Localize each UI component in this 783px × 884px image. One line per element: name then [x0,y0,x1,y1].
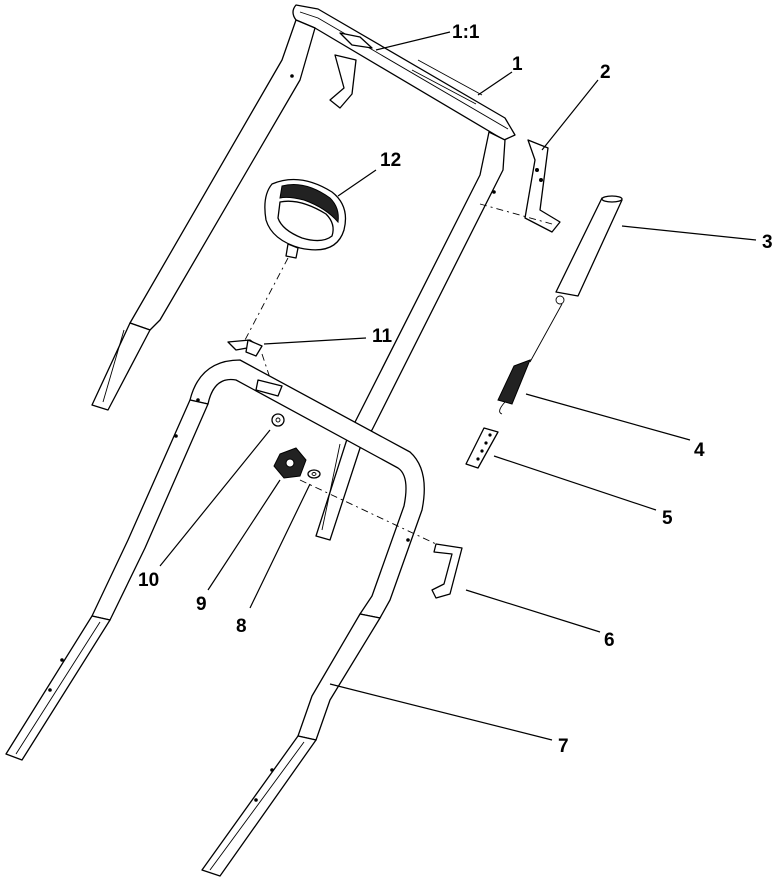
callout-8: 8 [236,616,247,637]
callout-1-1: 1:1 [452,22,480,43]
spring [497,295,565,415]
washer-10 [271,413,285,427]
callout-11: 11 [372,326,393,347]
lower-handle [5,359,425,877]
washer-8 [307,469,321,479]
carriage-bolt [299,203,553,599]
upper-handle [91,4,561,541]
grip-sleeve [555,195,623,297]
callout-6: 6 [604,630,615,651]
adjustment-knob-grip [244,178,347,341]
callout-5: 5 [662,508,673,529]
callout-1: 1 [512,54,523,75]
callout-3: 3 [762,232,773,253]
callout-7: 7 [558,736,569,757]
callout-labels: 1:1 1 2 3 4 5 6 7 8 9 10 11 12 [138,22,773,757]
callout-9: 9 [196,594,207,615]
knob-9 [273,447,307,479]
callout-10: 10 [138,570,159,591]
callout-12: 12 [380,150,401,171]
callout-2: 2 [600,62,611,83]
callout-leaders [159,31,757,741]
callout-4: 4 [694,440,705,461]
adjustment-bracket [465,427,499,469]
